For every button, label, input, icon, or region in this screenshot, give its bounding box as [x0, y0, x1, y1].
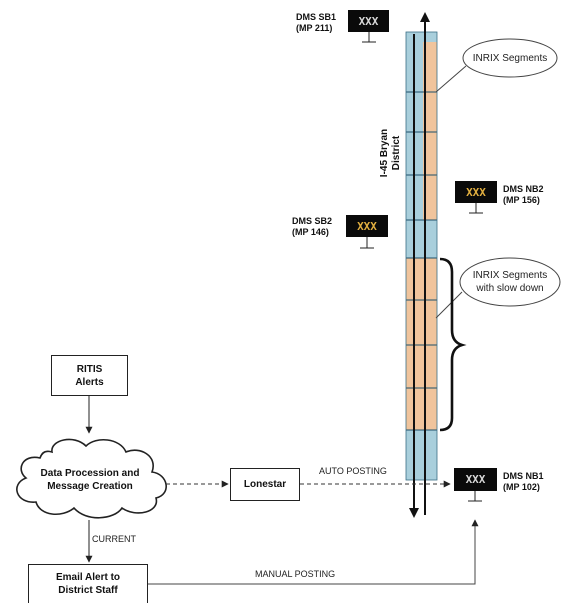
lonestar-box: Lonestar: [230, 468, 300, 501]
dms-nb2-display: XXX: [466, 186, 486, 199]
manual-posting-arrow: [148, 519, 479, 585]
dms-nb1-sign: XXX: [454, 468, 497, 502]
corridor-title-line2: District: [391, 135, 402, 171]
dms-sb2-mile: (MP 146): [292, 227, 329, 237]
inrix-segment-slowdown-nb: [423, 258, 437, 430]
segment-dividers: [406, 91, 437, 431]
lonestar-label: Lonestar: [243, 479, 287, 490]
highway: [405, 12, 438, 518]
dms-nb2-mile: (MP 156): [503, 195, 540, 205]
callout-segments-label: INRIX Segments: [472, 53, 548, 64]
dms-sb1-display: XXX: [359, 15, 379, 28]
cloud-line1: Data Procession and: [40, 468, 140, 479]
dms-nb2-name: DMS NB2: [503, 184, 544, 194]
email-alert-box: Email Alert to District Staff: [28, 564, 148, 603]
cloud-line2: Message Creation: [47, 481, 133, 492]
ritis-line1: RITIS: [76, 363, 103, 375]
ritis-line2: Alerts: [75, 376, 104, 388]
callout-slowdown: [435, 257, 561, 319]
email-line1: Email Alert to: [55, 572, 121, 583]
dms-sb1-name: DMS SB1: [296, 12, 337, 22]
dms-sb2-label: DMS SB2 (MP 146): [292, 216, 332, 238]
current-label: CURRENT: [92, 534, 136, 544]
manual-posting-label: MANUAL POSTING: [255, 569, 336, 579]
corridor-title: I-45 Bryan District: [379, 113, 405, 193]
email-line2: District Staff: [58, 585, 118, 596]
dms-sb1-label: DMS SB1 (MP 211): [296, 12, 336, 34]
callout-slowdown-line1: INRIX Segments: [472, 270, 548, 281]
dms-sb1-mile: (MP 211): [296, 23, 333, 33]
corridor-title-line1: I-45 Bryan: [379, 128, 390, 178]
dms-nb1-name: DMS NB1: [503, 471, 544, 481]
dms-nb2-label: DMS NB2 (MP 156): [503, 184, 544, 206]
dms-nb1-mile: (MP 102): [503, 482, 540, 492]
data-processing-cloud: Data Procession and Message Creation: [30, 462, 150, 498]
dms-nb1-display: XXX: [466, 473, 486, 486]
dms-nb1-label: DMS NB1 (MP 102): [503, 471, 544, 493]
dms-sb2-name: DMS SB2: [292, 216, 333, 226]
dms-sb1-sign: XXX: [348, 10, 389, 43]
slowdown-brace: [439, 257, 467, 432]
dms-sb2-display: XXX: [357, 220, 377, 233]
ritis-alerts-box: RITIS Alerts: [51, 355, 128, 396]
callout-slowdown-line2: with slow down: [476, 283, 544, 294]
callout-segments: [435, 38, 558, 93]
dms-sb2-sign: XXX: [346, 215, 388, 249]
dms-nb2-sign: XXX: [455, 181, 497, 214]
auto-posting-label: AUTO POSTING: [319, 466, 387, 476]
callout-slowdown-label: INRIX Segments with slow down: [462, 269, 558, 295]
processing-cloud-shape: [16, 438, 167, 519]
